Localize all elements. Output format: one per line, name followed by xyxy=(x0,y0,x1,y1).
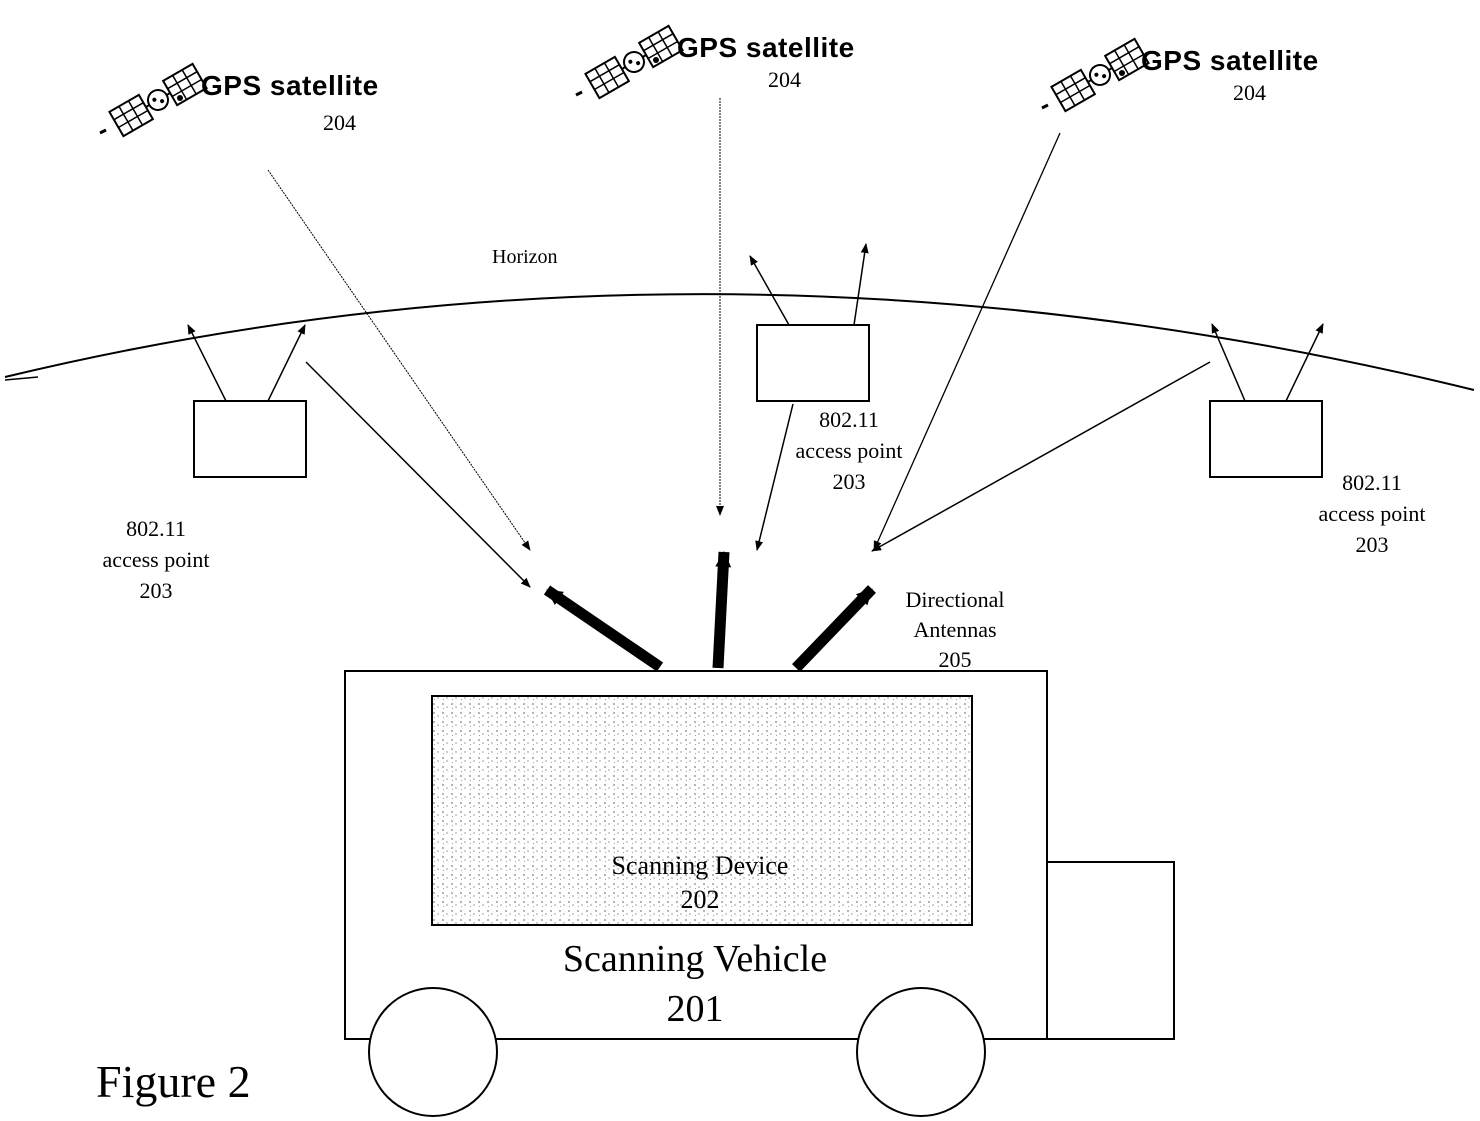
access-point-label-center: 802.11 access point 203 xyxy=(779,404,919,497)
ap-arrow xyxy=(749,255,790,326)
gps-signal-left xyxy=(267,169,531,551)
satellite-icon xyxy=(98,62,209,138)
antennas-line2: Antennas xyxy=(913,617,997,642)
vehicle-number: 201 xyxy=(666,988,724,1030)
ap-arrow xyxy=(187,324,227,402)
access-point-line2: access point xyxy=(1318,501,1426,526)
satellite-number: 204 xyxy=(1233,80,1266,105)
satellite-icon xyxy=(574,24,685,100)
satellite-label: GPS satellite xyxy=(677,32,855,63)
vehicle-label: Scanning Vehicle 201 xyxy=(495,934,895,1034)
ap-arrow xyxy=(1211,323,1246,402)
horizon-label: Horizon xyxy=(492,246,558,268)
ap-signal-center xyxy=(755,403,794,551)
satellite-label: GPS satellite xyxy=(201,70,379,101)
access-point-line1: 802.11 xyxy=(1342,470,1402,495)
scanning-device-number: 202 xyxy=(680,885,720,914)
access-point-number: 203 xyxy=(832,469,866,494)
access-point-box-center xyxy=(756,324,870,402)
ap-signal-right xyxy=(871,361,1211,552)
ap-arrow xyxy=(1285,323,1324,402)
antennas-number: 205 xyxy=(938,647,972,672)
ap-arrow xyxy=(267,324,306,402)
horizon-line xyxy=(4,293,1475,391)
scanning-device-label: Scanning Device 202 xyxy=(560,849,840,917)
access-point-number: 203 xyxy=(139,578,173,603)
access-point-line2: access point xyxy=(795,438,903,463)
gps-signal-right xyxy=(873,132,1061,551)
scanning-device-name: Scanning Device xyxy=(611,851,789,880)
vehicle-name: Scanning Vehicle xyxy=(562,938,828,980)
access-point-line2: access point xyxy=(102,547,210,572)
vehicle-cab xyxy=(1046,861,1175,1040)
scanning-device-box xyxy=(431,695,973,926)
access-point-line1: 802.11 xyxy=(819,407,879,432)
satellite-number: 204 xyxy=(768,67,801,92)
vehicle-wheel-front xyxy=(856,987,986,1117)
satellite-label: GPS satellite xyxy=(1141,45,1319,76)
access-point-box-left xyxy=(193,400,307,478)
satellite-icon xyxy=(1040,37,1151,113)
antennas-label: Directional Antennas 205 xyxy=(885,585,1025,675)
access-point-box-right xyxy=(1209,400,1323,478)
access-point-line1: 802.11 xyxy=(126,516,186,541)
directional-antenna-left xyxy=(543,585,664,672)
directional-antenna-right xyxy=(792,585,876,672)
vehicle-wheel-rear xyxy=(368,987,498,1117)
ap-arrow xyxy=(853,243,869,326)
access-point-number: 203 xyxy=(1355,532,1389,557)
directional-antenna-center xyxy=(712,551,732,669)
access-point-label-right: 802.11 access point 203 xyxy=(1302,467,1442,560)
horizon-edge-mark xyxy=(4,376,39,381)
satellite-number: 204 xyxy=(323,110,356,135)
antennas-line1: Directional xyxy=(905,587,1005,612)
ap-signal-left xyxy=(305,361,531,588)
access-point-label-left: 802.11 access point 203 xyxy=(86,513,226,606)
figure-caption: Figure 2 xyxy=(96,1056,251,1107)
